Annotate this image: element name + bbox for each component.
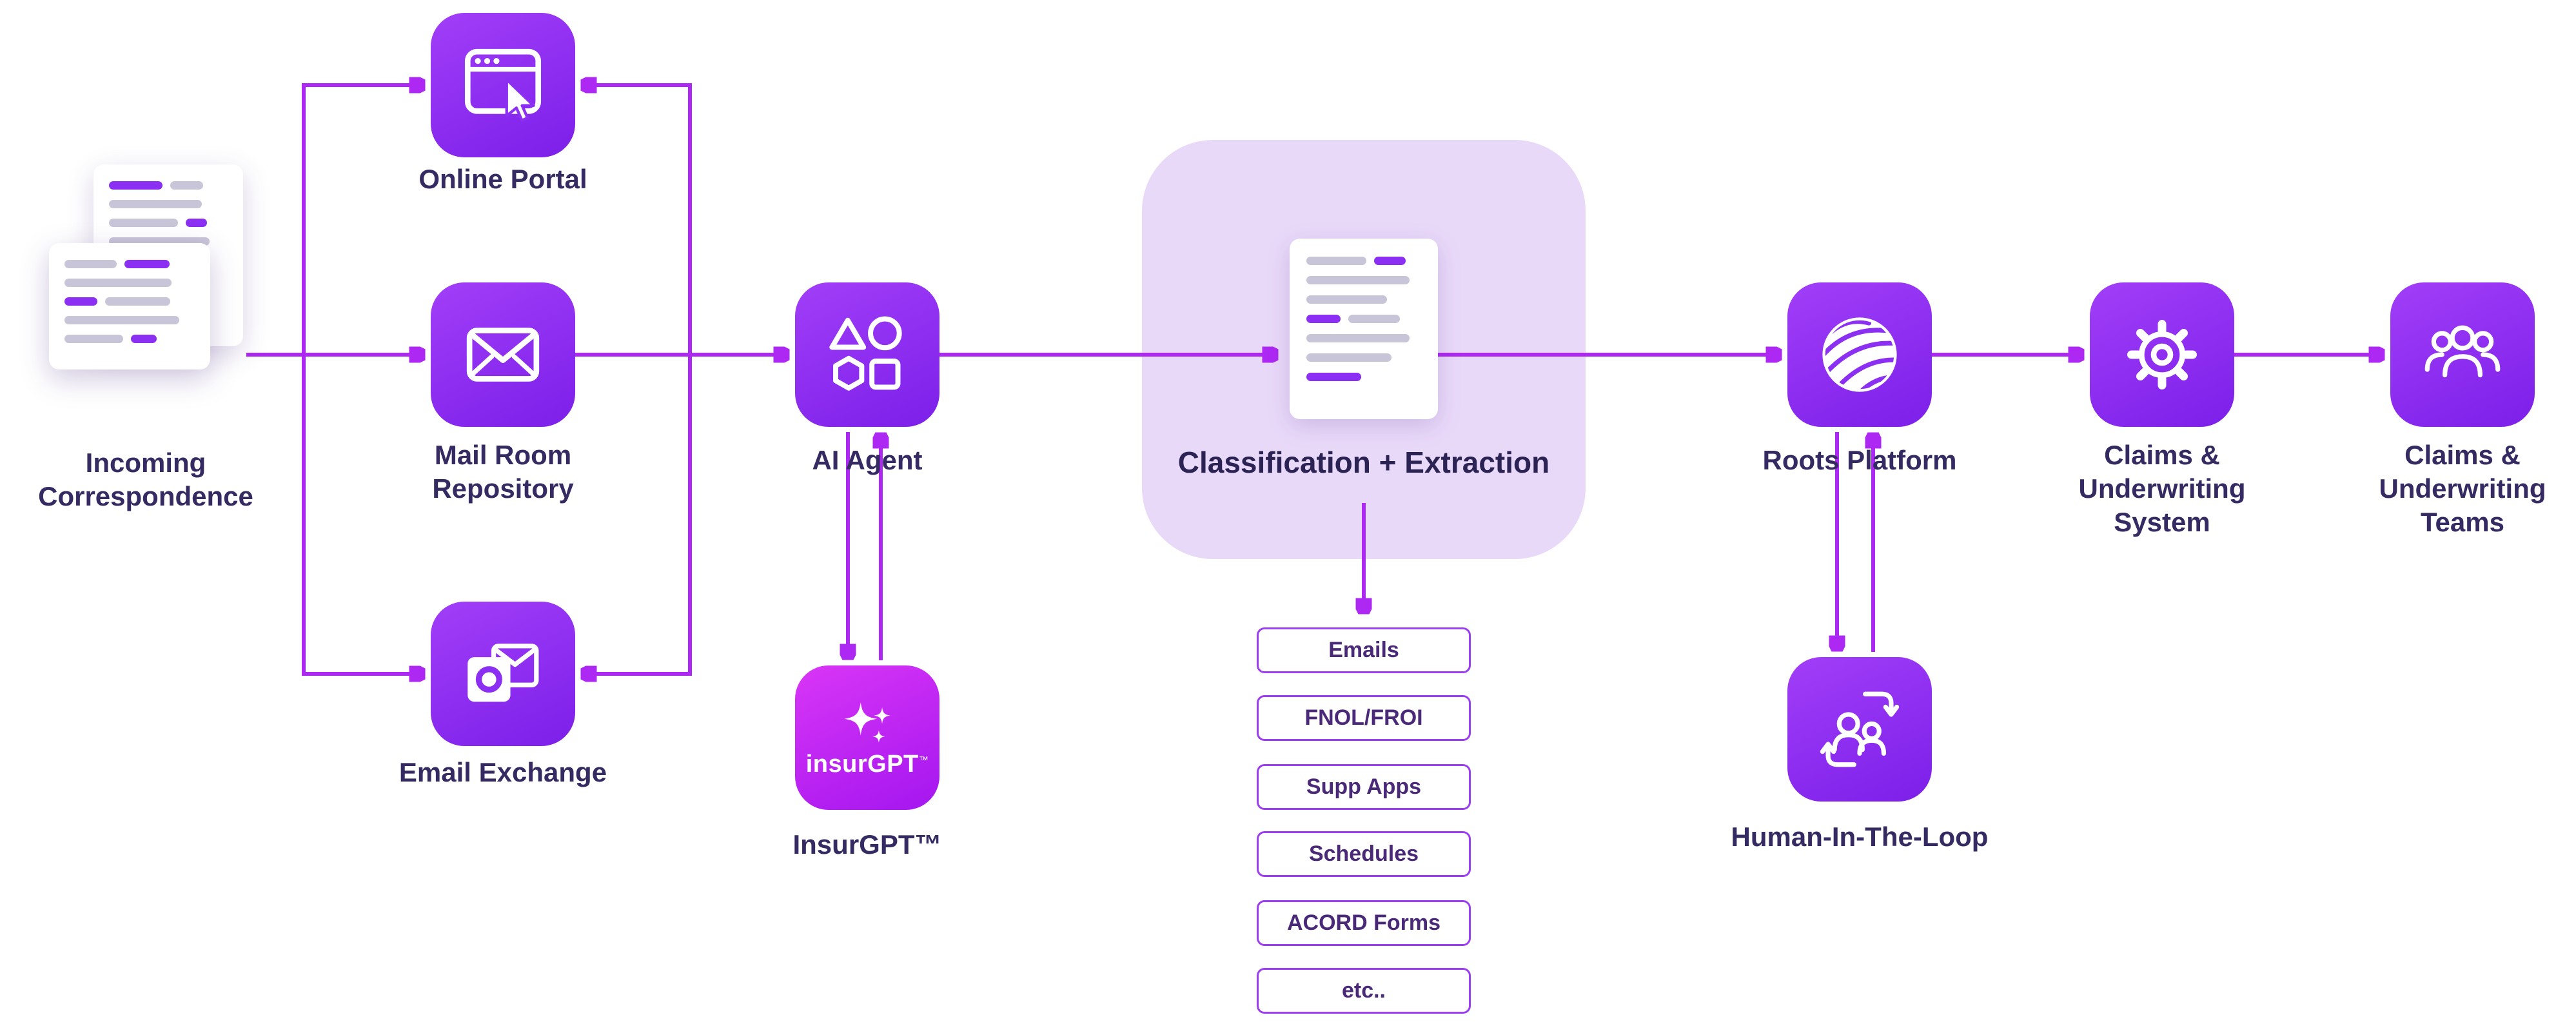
classified-document-icon (1290, 239, 1438, 419)
mail-room-label-line1: Mail Room (434, 440, 572, 470)
claims-teams-label: Claims & Underwriting Teams (2334, 438, 2576, 539)
email-exchange-node (431, 602, 575, 746)
arrow-agent-to-email (585, 355, 692, 674)
human-loop-icon (1820, 691, 1900, 767)
doc-line (1306, 353, 1421, 362)
insurgpt-label: InsurGPT™ (792, 829, 942, 860)
doc-line (64, 316, 195, 324)
gear-icon (2127, 320, 2197, 389)
doctype-emails: Emails (1257, 627, 1471, 673)
doc-line (109, 181, 228, 190)
claims-system-label: Claims & Underwriting System (2033, 438, 2291, 539)
insurgpt-tm: ™ (918, 754, 929, 766)
doc-line (64, 335, 195, 343)
doc-line (64, 297, 195, 306)
incoming-correspondence-label: Incoming Correspondence (17, 446, 275, 513)
classification-label: Classification + Extraction (1177, 446, 1550, 479)
doc-line (109, 200, 228, 208)
doc-line (1306, 295, 1421, 304)
claims-teams-line2: Underwriting (2379, 473, 2546, 504)
arrow-incoming-to-portal (302, 85, 420, 355)
email-exchange-label: Email Exchange (398, 757, 607, 787)
incoming-label-line2: Correspondence (38, 481, 253, 512)
claims-system-line2: Underwriting (2078, 473, 2246, 504)
mail-room-label-line2: Repository (432, 473, 574, 504)
doctype-fnol-froi: FNOL/FROI (1257, 695, 1471, 741)
incoming-document-front (49, 243, 210, 369)
doc-line (64, 260, 195, 268)
arrow-incoming-to-email (302, 355, 420, 674)
claims-teams-line1: Claims & (2404, 440, 2521, 470)
browser-cursor-icon (464, 48, 542, 122)
roots-platform-node (1787, 282, 1932, 427)
doc-line (64, 279, 195, 287)
doc-line (1306, 373, 1421, 381)
doctype-schedules: Schedules (1257, 831, 1471, 877)
claims-system-line3: System (2114, 507, 2210, 538)
claims-system-node (2090, 282, 2234, 427)
hitl-node (1787, 657, 1932, 802)
roots-platform-label: Roots Platform (1762, 445, 1957, 475)
outlook-mail-icon (467, 644, 539, 702)
insurgpt-node: insurGPT™ (795, 665, 939, 810)
claims-teams-node (2390, 282, 2535, 427)
roots-logo-icon (1822, 317, 1897, 392)
insurgpt-wordmark: insurGPT™ (806, 752, 929, 776)
online-portal-node (431, 13, 575, 157)
doc-line (109, 219, 228, 227)
ai-agent-node (795, 282, 939, 427)
sparkles-icon (844, 702, 890, 743)
mail-room-label: Mail Room Repository (366, 438, 640, 506)
doctype-supp-apps: Supp Apps (1257, 764, 1471, 810)
online-portal-label: Online Portal (418, 164, 587, 194)
doc-line (1306, 257, 1421, 265)
hitl-label: Human-In-The-Loop (1731, 822, 1989, 852)
claims-teams-line3: Teams (2421, 507, 2504, 538)
incoming-label-line1: Incoming (85, 448, 206, 478)
team-people-icon (2424, 325, 2501, 378)
doc-line (1306, 334, 1421, 342)
doctype-acord-forms: ACORD Forms (1257, 900, 1471, 946)
claims-system-line1: Claims & (2104, 440, 2220, 470)
doctype-etc: etc.. (1257, 968, 1471, 1014)
mail-room-node (431, 282, 575, 427)
envelope-icon (466, 328, 540, 382)
doc-line (1306, 315, 1421, 323)
arrow-agent-to-portal (585, 85, 692, 355)
doc-line (1306, 276, 1421, 284)
shapes-icon (829, 316, 902, 391)
insurgpt-wordmark-text: insurGPT (805, 751, 919, 778)
ai-agent-label: AI Agent (812, 445, 923, 475)
